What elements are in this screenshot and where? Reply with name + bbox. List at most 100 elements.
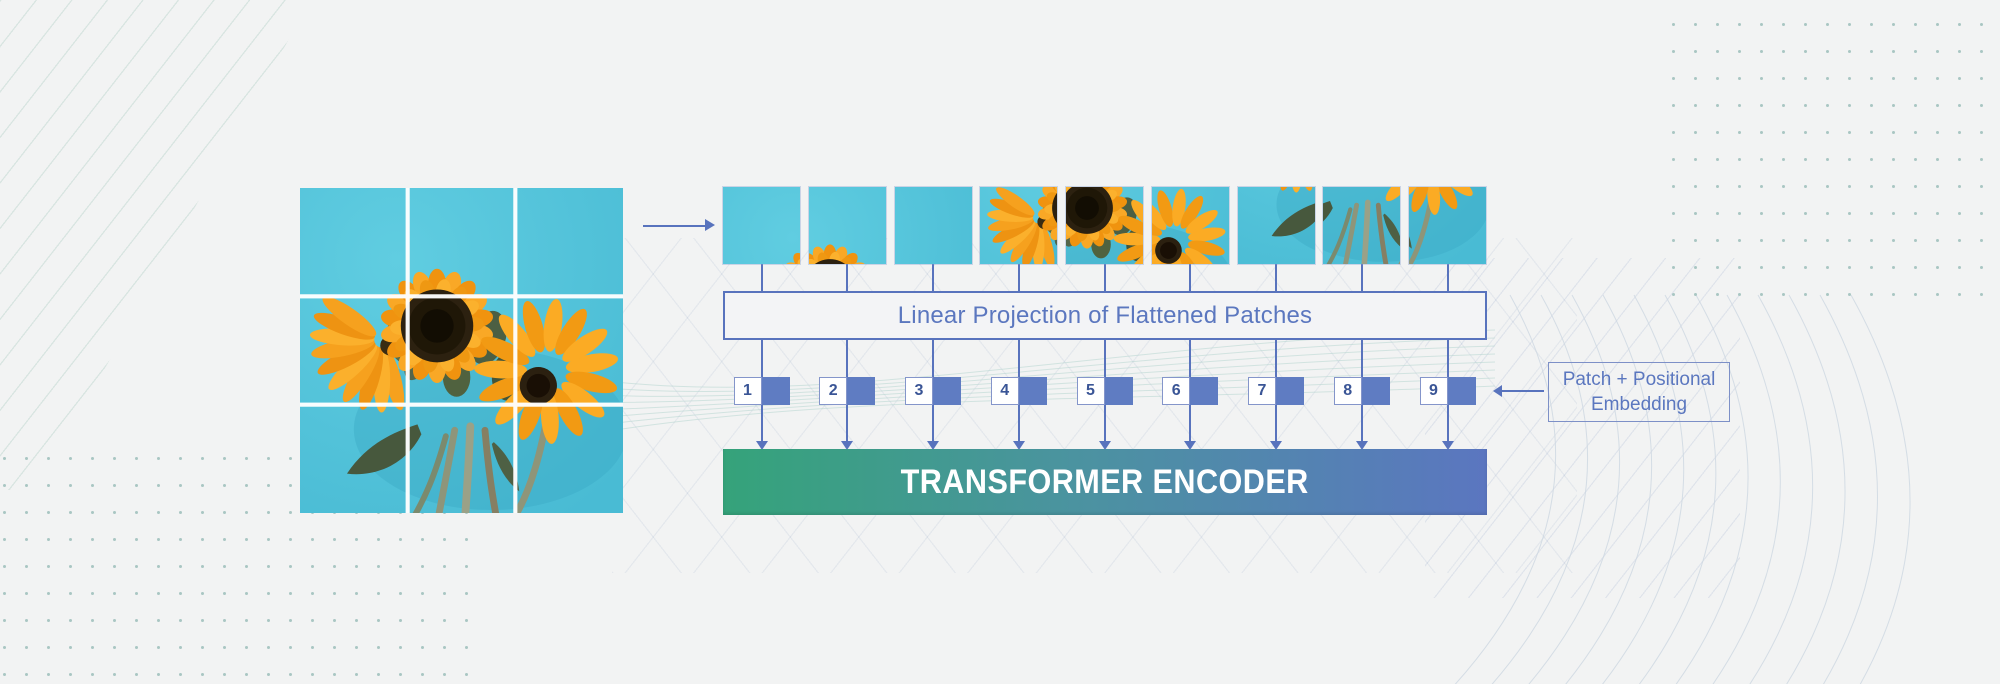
dot	[443, 619, 446, 622]
token-number-8: 8	[1333, 377, 1362, 405]
dot	[1672, 50, 1675, 53]
dot	[1782, 266, 1785, 269]
dot	[377, 673, 380, 676]
dot	[1914, 104, 1917, 107]
input-image-sunflowers	[300, 188, 623, 513]
connector-patch-to-projection	[1360, 264, 1363, 291]
dot	[1782, 104, 1785, 107]
dot	[1760, 23, 1763, 26]
dot	[1980, 185, 1983, 188]
dot	[113, 619, 116, 622]
dot	[1760, 293, 1763, 296]
dot	[47, 646, 50, 649]
sunflower-photo	[300, 188, 623, 513]
dot	[1804, 104, 1807, 107]
dot	[1782, 77, 1785, 80]
annotation-arrow-head	[1493, 385, 1502, 397]
dot	[1738, 104, 1741, 107]
dot	[47, 538, 50, 541]
dot	[113, 673, 116, 676]
dot	[1958, 158, 1961, 161]
dot	[113, 484, 116, 487]
dot	[179, 646, 182, 649]
dot	[113, 538, 116, 541]
dot	[1914, 239, 1917, 242]
dot	[421, 646, 424, 649]
dot	[1716, 239, 1719, 242]
dot	[25, 646, 28, 649]
dot	[1936, 293, 1939, 296]
dot	[25, 565, 28, 568]
dot	[135, 511, 138, 514]
dot	[267, 565, 270, 568]
dot	[1848, 50, 1851, 53]
decorative-curve	[1675, 294, 1749, 684]
dot	[333, 673, 336, 676]
dot	[1980, 266, 1983, 269]
dot	[1738, 239, 1741, 242]
dot	[1826, 185, 1829, 188]
dot	[1892, 212, 1895, 215]
dot	[465, 592, 468, 595]
dot	[1848, 23, 1851, 26]
dot	[1980, 293, 1983, 296]
dot	[1958, 185, 1961, 188]
dot	[135, 538, 138, 541]
dot	[245, 484, 248, 487]
dot	[201, 511, 204, 514]
dot	[1958, 131, 1961, 134]
dot	[201, 673, 204, 676]
dot	[1738, 131, 1741, 134]
dot	[1892, 50, 1895, 53]
decorative-curve	[1786, 294, 1846, 684]
dot	[1760, 104, 1763, 107]
dot	[1738, 77, 1741, 80]
encoder-input-arrowhead	[841, 441, 854, 450]
dot	[201, 565, 204, 568]
dot	[245, 538, 248, 541]
dot	[399, 538, 402, 541]
dot	[1716, 131, 1719, 134]
dot	[1936, 212, 1939, 215]
dot	[157, 673, 160, 676]
dot	[1848, 212, 1851, 215]
dot	[1694, 104, 1697, 107]
dot	[443, 673, 446, 676]
dot	[223, 484, 226, 487]
dot	[355, 673, 358, 676]
dot	[201, 619, 204, 622]
dot	[443, 538, 446, 541]
dot	[179, 673, 182, 676]
dot	[245, 673, 248, 676]
decorative-curve	[1850, 294, 1911, 684]
dot	[1914, 50, 1917, 53]
dot	[1892, 131, 1895, 134]
dot	[1892, 239, 1895, 242]
dot	[1958, 293, 1961, 296]
encoder-input-arrowhead	[1184, 441, 1197, 450]
dot	[113, 646, 116, 649]
dot	[135, 592, 138, 595]
token-number-3: 3	[905, 377, 933, 405]
dot	[399, 592, 402, 595]
dot	[289, 457, 292, 460]
dot	[1716, 77, 1719, 80]
dot	[1826, 158, 1829, 161]
dot	[1760, 185, 1763, 188]
dot	[201, 592, 204, 595]
decorative-curve	[1749, 294, 1814, 684]
flow-arrow-line	[643, 224, 706, 227]
connector-patch-to-projection	[846, 264, 849, 291]
dot	[1716, 293, 1719, 296]
dot	[1848, 266, 1851, 269]
dot	[267, 457, 270, 460]
dot	[223, 673, 226, 676]
dot	[1958, 104, 1961, 107]
connector-patch-to-projection	[1189, 264, 1192, 291]
dot	[135, 457, 138, 460]
dot	[1936, 266, 1939, 269]
dot	[179, 538, 182, 541]
dot	[1826, 266, 1829, 269]
annotation-arrow-line	[1502, 390, 1544, 392]
